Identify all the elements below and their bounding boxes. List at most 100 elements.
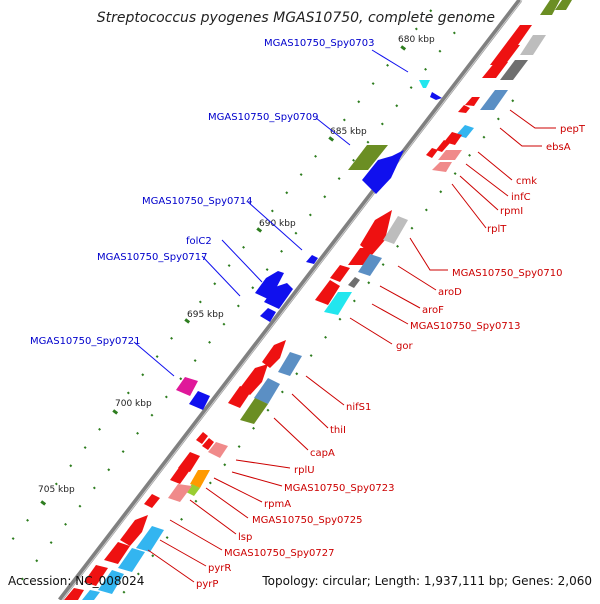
scale-tick [342,118,346,122]
plus-strand-genes [64,0,572,600]
gene-pyrR[interactable] [118,548,145,572]
gene-spy0710[interactable] [360,210,392,255]
gene-folC2[interactable] [255,271,284,300]
label-spy0725[interactable]: MGAS10750_Spy0725 [252,515,362,526]
gene-spy0713[interactable] [348,277,360,288]
label-cmk[interactable]: cmk [516,176,537,187]
scale-tick [179,377,183,381]
gene-cmk-2[interactable] [444,132,462,145]
gene-pyrP[interactable] [98,570,124,594]
label-spy0717[interactable]: MGAS10750_Spy0717 [97,252,207,263]
label-folC2[interactable]: folC2 [186,236,212,247]
label-spy0709[interactable]: MGAS10750_Spy0709 [208,112,318,123]
gene-spy0721b[interactable] [189,391,210,410]
gene-top-olive2[interactable] [555,0,572,10]
label-rplT[interactable]: rplT [487,224,507,235]
label-infC[interactable]: infC [511,192,531,203]
label-spy0710[interactable]: MGAS10750_Spy0710 [452,268,562,279]
gene-gor-red[interactable] [315,280,340,305]
gene-spy0703[interactable] [419,80,430,88]
gene-spy0721[interactable] [176,377,198,396]
label-nifS1[interactable]: nifS1 [346,402,371,413]
gene-spy0703b[interactable] [430,92,442,100]
label-rplU[interactable]: rplU [294,465,315,476]
scale-tick [194,499,198,503]
gene-spy0709[interactable] [348,145,388,170]
label-pepT[interactable]: pepT [560,124,586,135]
scale-tick [352,299,356,303]
scale-tick [20,577,24,581]
label-lsp[interactable]: lsp [238,532,252,543]
gene-top-red3[interactable] [482,62,508,78]
label-gor[interactable]: gor [396,341,413,352]
label-ebsA[interactable]: ebsA [546,142,571,153]
gene-rplU-1[interactable] [196,432,208,444]
scale-tick [424,208,428,212]
label-spy0703[interactable]: MGAS10750_Spy0703 [264,38,374,49]
label-spy0713[interactable]: MGAS10750_Spy0713 [410,321,520,332]
scale-tick [251,286,255,290]
gene-top-darkgray[interactable] [500,60,528,80]
label-spy0721[interactable]: MGAS10750_Spy0721 [30,336,140,347]
gene-spy0714[interactable] [306,255,318,264]
gene-lsp[interactable] [144,494,160,508]
gene-spy0725-lime[interactable] [186,484,200,496]
gene-rplT-2[interactable] [432,162,452,172]
gene-aroF[interactable] [330,265,350,282]
kbp-label-680: 680 kbp [398,35,435,45]
gene-pyrR-red[interactable] [104,542,130,564]
gene-bottom-red[interactable] [64,588,84,600]
gene-thiI-red[interactable] [240,364,268,395]
label-spy0723[interactable]: MGAS10750_Spy0723 [284,483,394,494]
gene-spy0717[interactable] [264,283,293,309]
label-pyrP[interactable]: pyrP [196,579,218,590]
gene-spy0723[interactable] [178,452,200,472]
gene-gor[interactable] [324,292,352,315]
gene-spy0717b[interactable] [260,308,276,322]
gene-spy0727-red[interactable] [120,515,148,546]
gene-top-red2[interactable] [490,45,520,65]
label-rpmA[interactable]: rpmA [264,499,291,510]
gene-rplT[interactable] [438,150,462,160]
gene-spy0725[interactable] [190,470,210,488]
label-rpmI[interactable]: rpmI [500,206,523,217]
label-spy0714[interactable]: MGAS10750_Spy0714 [142,196,252,207]
gene-spy0709b[interactable] [362,150,404,194]
gene-nifS1[interactable] [278,352,302,376]
scale-tick [252,426,256,430]
gene-pepT[interactable] [465,97,480,106]
gene-spy0710-gray[interactable] [383,216,408,244]
gene-infC[interactable] [436,140,450,152]
gene-rplU[interactable] [208,442,228,458]
label-aroD[interactable]: aroD [438,287,462,298]
scale-tick [511,99,515,103]
gene-top-olive[interactable] [540,0,560,15]
scale-tick [338,317,342,321]
gene-thiI[interactable] [254,378,280,404]
gene-ebsA-2[interactable] [458,105,470,113]
gene-rpmA[interactable] [170,466,190,484]
gene-rplU-2[interactable] [202,438,214,450]
gene-aroD-steel[interactable] [358,254,382,276]
gene-capA-red[interactable] [228,386,252,408]
gene-capA[interactable] [240,398,268,424]
scale-tick [328,136,335,142]
label-aroF[interactable]: aroF [422,305,444,316]
gene-aroD[interactable] [348,248,375,265]
gene-ebsA[interactable] [480,90,508,110]
gene-top-gray[interactable] [520,35,546,55]
gene-top-red1[interactable] [505,25,532,45]
gene-rpmI[interactable] [426,148,438,158]
label-pyrR[interactable]: pyrR [208,563,231,574]
gene-lsp-pink[interactable] [168,484,192,502]
gene-bottom-sky[interactable] [82,590,100,600]
label-spy0727[interactable]: MGAS10750_Spy0727 [224,548,334,559]
gene-spy0727[interactable] [136,526,164,552]
gene-nifS1-red[interactable] [262,340,286,368]
label-thiI[interactable]: thiI [330,425,346,436]
scale-tick [11,537,15,541]
blue-leaders [133,49,409,377]
gene-pyrP-red[interactable] [84,565,108,586]
label-capA[interactable]: capA [310,448,335,459]
